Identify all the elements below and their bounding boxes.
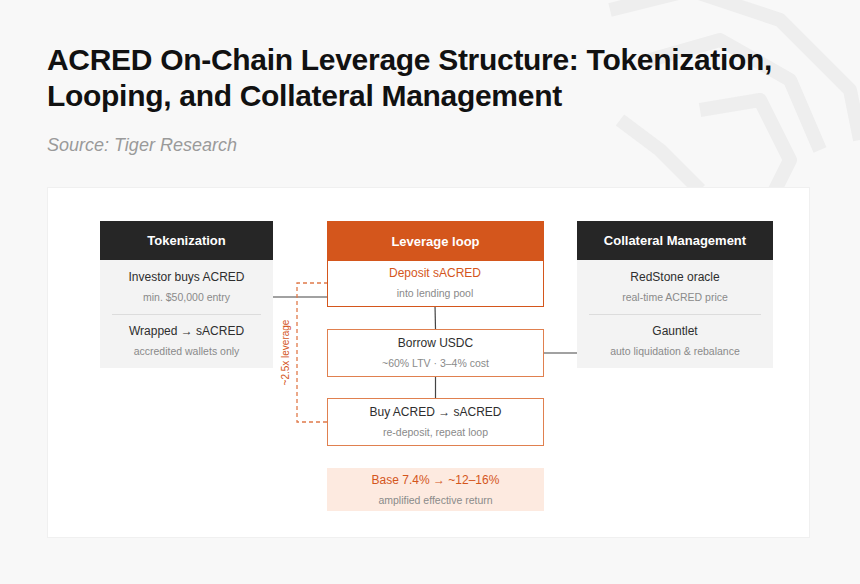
box-title: Buy ACRED → sACRED	[369, 404, 501, 420]
box-subtitle: ~60% LTV · 3–4% cost	[382, 356, 489, 371]
process-box: Buy ACRED → sACRED re-deposit, repeat loo…	[327, 398, 544, 446]
box-subtitle: accredited wallets only	[134, 344, 240, 359]
column-header: Leverage loop	[328, 222, 543, 261]
result-box: Base 7.4% → ~12–16% amplified effective r…	[327, 468, 544, 511]
column-panel: TokenizationInvestor buys ACRED min. $50,…	[100, 221, 273, 368]
process-box: Deposit sACRED into lending pool	[328, 261, 542, 305]
divider-line	[112, 314, 261, 315]
tiger-logo	[610, 0, 860, 200]
box-subtitle: real-time ACRED price	[622, 290, 728, 305]
box-title: Borrow USDC	[398, 335, 473, 351]
connector	[544, 352, 577, 353]
box-title: Investor buys ACRED	[128, 269, 244, 285]
box-title: Gauntlet	[652, 323, 697, 339]
edge-label: ~2.5x leverage	[280, 318, 291, 388]
box-title: Base 7.4% → ~12–16%	[372, 472, 500, 488]
column-header: Tokenization	[100, 221, 273, 260]
loop-connector	[297, 283, 328, 422]
box-subtitle: auto liquidation & rebalance	[610, 344, 740, 359]
loop-panel: Leverage loopDeposit sACRED into lending …	[327, 221, 544, 307]
box-title: Wrapped → sACRED	[129, 323, 244, 339]
info-item: Investor buys ACRED min. $50,000 entry	[100, 260, 273, 314]
box-subtitle: re-deposit, repeat loop	[383, 425, 488, 440]
box-subtitle: min. $50,000 entry	[143, 290, 230, 305]
connector	[273, 296, 327, 297]
info-item: RedStone oracle real-time ACRED price	[577, 260, 773, 314]
box-subtitle: amplified effective return	[378, 493, 492, 508]
box-title: RedStone oracle	[630, 269, 719, 285]
box-title: Deposit sACRED	[389, 265, 481, 281]
caption: Source: Tiger Research	[47, 135, 237, 156]
info-item: Wrapped → sACRED accredited wallets only	[100, 314, 273, 368]
connector	[434, 305, 436, 329]
process-box: Borrow USDC ~60% LTV · 3–4% cost	[327, 329, 544, 377]
box-subtitle: into lending pool	[397, 286, 473, 301]
divider-line	[589, 314, 761, 315]
diagram-title: ACRED On-Chain Leverage Structure: Token…	[47, 42, 837, 114]
column-header: Collateral Management	[577, 221, 773, 260]
connector	[435, 377, 436, 398]
column-panel: Collateral ManagementRedStone oracle real…	[577, 221, 773, 368]
info-item: Gauntlet auto liquidation & rebalance	[577, 314, 773, 368]
